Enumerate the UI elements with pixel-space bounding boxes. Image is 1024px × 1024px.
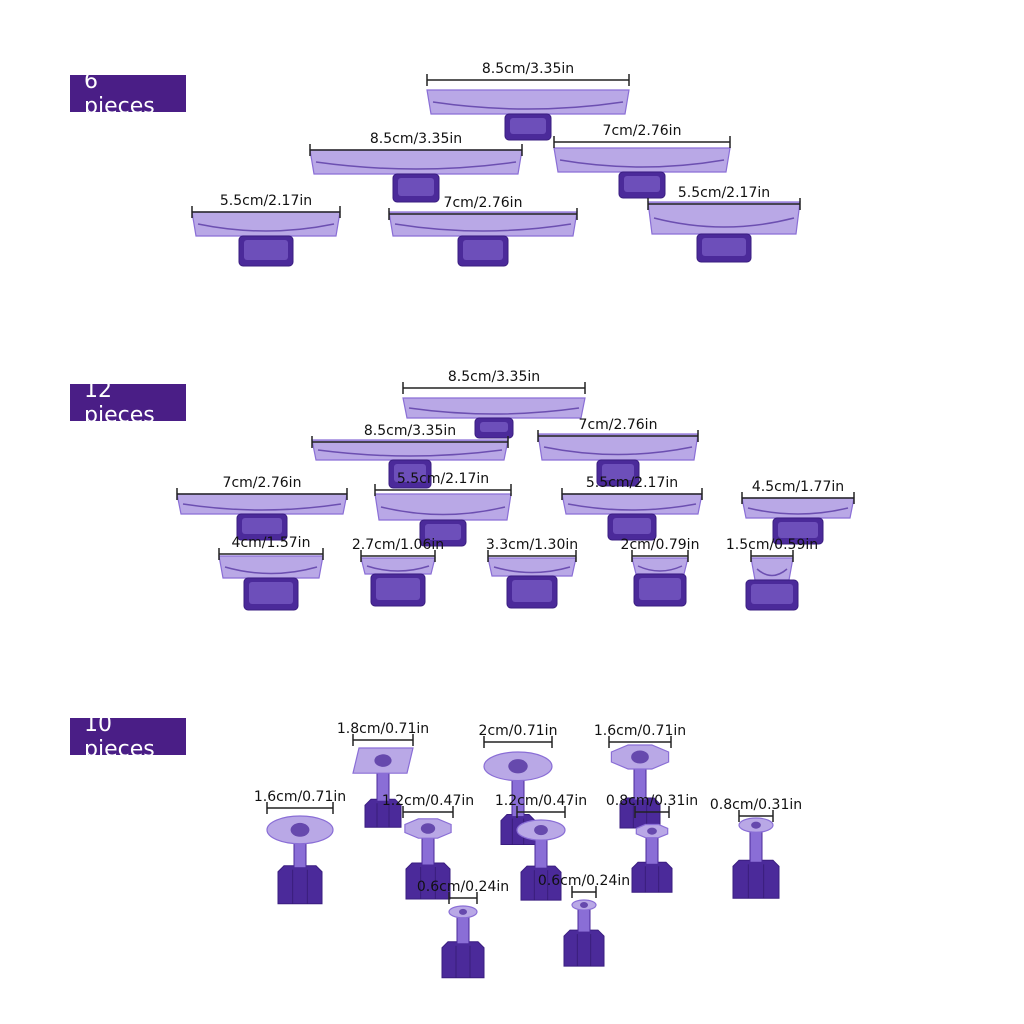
glue-tab-ten-3: 1.6cm/0.71in (594, 723, 686, 829)
tab-size-label: 2cm/0.79in (621, 537, 700, 553)
glue-tab-ten-1: 1.8cm/0.71in (337, 721, 429, 828)
tab-size-label: 8.5cm/3.35in (448, 369, 540, 385)
tab-size-label: 0.6cm/0.24in (538, 873, 630, 889)
tab-size-label: 0.6cm/0.24in (417, 879, 509, 895)
glue-tab-twelve-1: 8.5cm/3.35in (402, 369, 586, 439)
glue-tab-six-4: 5.5cm/2.17in (191, 193, 341, 267)
glue-tab-twelve-6: 5.5cm/2.17in (561, 475, 703, 541)
glue-tab-twelve-11: 2cm/0.79in (621, 537, 700, 607)
glue-tab-twelve-10: 3.3cm/1.30in (486, 537, 578, 609)
tab-size-label: 1.8cm/0.71in (337, 721, 429, 737)
tab-size-label: 2cm/0.71in (479, 723, 558, 739)
tab-size-label: 8.5cm/3.35in (482, 61, 574, 77)
tab-size-label: 7cm/2.76in (603, 123, 682, 139)
glue-tab-ten-8: 0.8cm/0.31in (710, 797, 802, 899)
glue-tab-twelve-7: 4.5cm/1.77in (741, 479, 855, 545)
glue-tab-twelve-12: 1.5cm/0.59in (726, 537, 818, 611)
tab-size-label: 4.5cm/1.77in (752, 479, 844, 495)
tab-size-label: 1.2cm/0.47in (495, 793, 587, 809)
glue-tab-twelve-2: 8.5cm/3.35in (311, 423, 509, 489)
tab-size-label: 0.8cm/0.31in (606, 793, 698, 809)
tab-size-label: 5.5cm/2.17in (586, 475, 678, 491)
tab-size-label: 7cm/2.76in (444, 195, 523, 211)
glue-tab-twelve-9: 2.7cm/1.06in (352, 537, 444, 607)
tab-size-label: 0.8cm/0.31in (710, 797, 802, 813)
tab-size-label: 4cm/1.57in (232, 535, 311, 551)
glue-tab-ten-7: 0.8cm/0.31in (606, 793, 698, 893)
glue-tab-ten-4: 1.6cm/0.71in (254, 789, 346, 905)
tab-size-label: 7cm/2.76in (223, 475, 302, 491)
tab-size-label: 1.2cm/0.47in (382, 793, 474, 809)
glue-tab-twelve-8: 4cm/1.57in (218, 535, 324, 611)
tab-size-label: 3.3cm/1.30in (486, 537, 578, 553)
glue-tab-ten-9: 0.6cm/0.24in (417, 879, 509, 979)
glue-tab-six-3: 7cm/2.76in (553, 123, 731, 199)
glue-tab-twelve-5: 5.5cm/2.17in (374, 471, 512, 547)
glue-tab-six-5: 7cm/2.76in (388, 195, 578, 267)
glue-tab-twelve-3: 7cm/2.76in (537, 417, 699, 487)
glue-tab-six-1: 8.5cm/3.35in (426, 61, 630, 141)
glue-tab-ten-10: 0.6cm/0.24in (538, 873, 630, 967)
tab-size-label: 7cm/2.76in (579, 417, 658, 433)
tab-size-label: 5.5cm/2.17in (678, 185, 770, 201)
tab-size-label: 1.6cm/0.71in (254, 789, 346, 805)
tab-size-label: 8.5cm/3.35in (370, 131, 462, 147)
tab-size-label: 5.5cm/2.17in (397, 471, 489, 487)
glue-tab-six-2: 8.5cm/3.35in (309, 131, 523, 203)
tab-size-label: 1.6cm/0.71in (594, 723, 686, 739)
tab-size-label: 1.5cm/0.59in (726, 537, 818, 553)
tab-size-label: 5.5cm/2.17in (220, 193, 312, 209)
glue-tab-twelve-4: 7cm/2.76in (176, 475, 348, 541)
tab-size-label: 8.5cm/3.35in (364, 423, 456, 439)
glue-tab-ten-6: 1.2cm/0.47in (495, 793, 587, 901)
glue-tab-six-6: 5.5cm/2.17in (647, 185, 801, 263)
tab-size-label: 2.7cm/1.06in (352, 537, 444, 553)
glue-tab-ten-5: 1.2cm/0.47in (382, 793, 474, 900)
